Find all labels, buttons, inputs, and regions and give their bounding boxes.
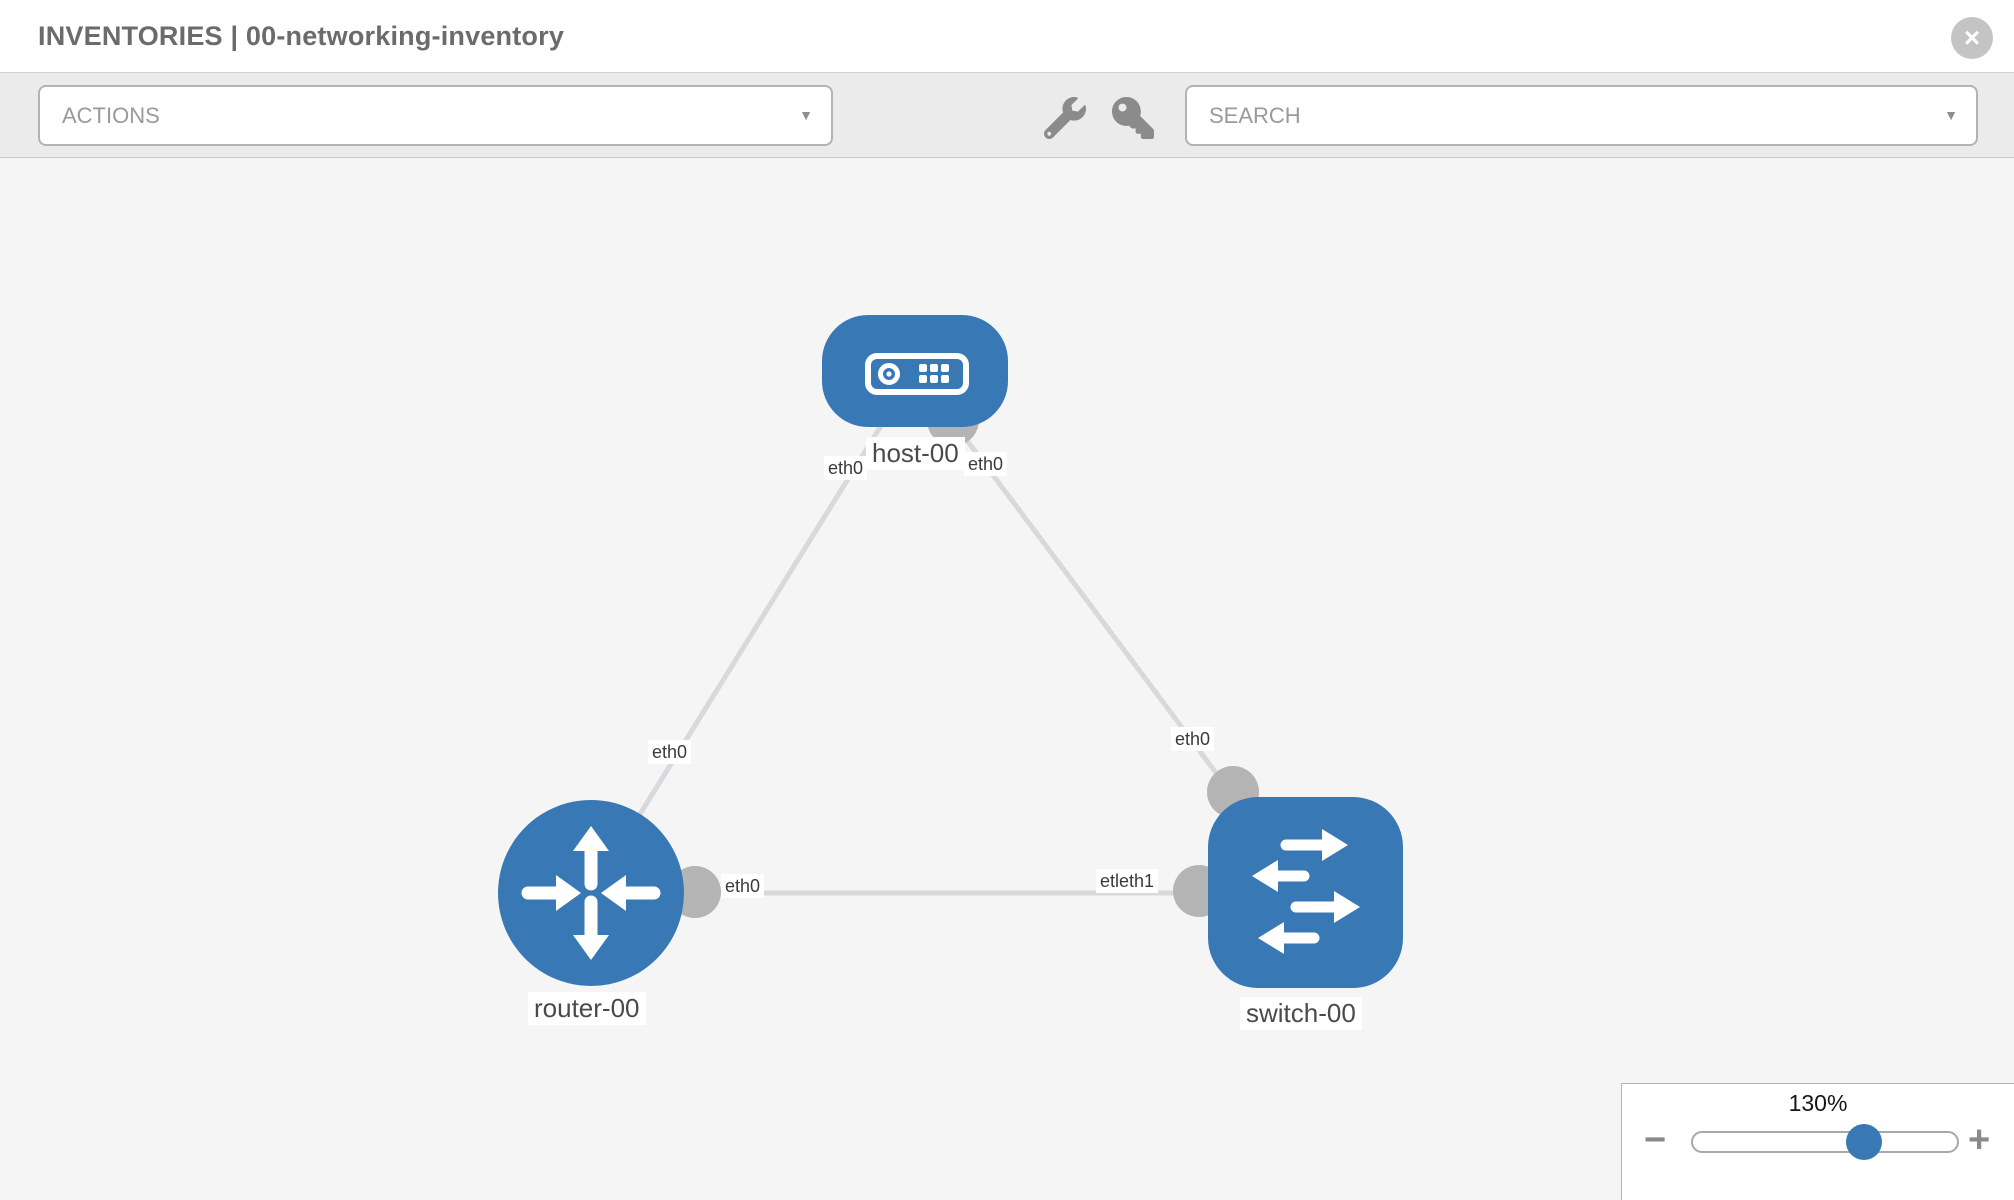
interface-label: eth0 <box>824 456 868 480</box>
actions-dropdown-label: ACTIONS <box>62 103 160 128</box>
topology-canvas[interactable] <box>0 158 2014 1200</box>
router-node-shape[interactable] <box>498 800 684 986</box>
zoom-in-button[interactable]: + <box>1968 1119 1991 1161</box>
chevron-down-icon: ▼ <box>799 107 813 123</box>
node-host[interactable] <box>822 315 1008 427</box>
interface-label: eth0 <box>648 740 692 764</box>
header-bar: INVENTORIES | 00-networking-inventory × <box>0 0 2014 73</box>
node-label-switch: switch-00 <box>1240 997 1362 1030</box>
interface-label: eth0 <box>721 874 765 898</box>
node-label-router: router-00 <box>528 992 646 1025</box>
host-icon <box>865 353 969 395</box>
node-label-host: host-00 <box>866 437 965 470</box>
close-button[interactable]: × <box>1951 17 1993 59</box>
switch-node-shape[interactable] <box>1208 797 1403 988</box>
toolbar: ACTIONS ▼ SEARCH ▼ <box>0 73 2014 158</box>
router-icon <box>521 826 661 960</box>
node-router[interactable] <box>498 800 684 986</box>
node-switch[interactable] <box>1208 797 1403 988</box>
interface-label: eth0 <box>964 452 1008 476</box>
host-node-shape[interactable] <box>822 315 1008 427</box>
tools-button[interactable] <box>1043 97 1086 140</box>
zoom-control-panel: 130% − + <box>1621 1083 2014 1200</box>
interface-label: eth0 <box>1171 727 1215 751</box>
close-icon: × <box>1963 22 1981 53</box>
zoom-level: 130% <box>1788 1090 1848 1116</box>
credentials-button[interactable] <box>1112 97 1154 139</box>
wrench-icon <box>1043 97 1086 140</box>
search-dropdown-label: SEARCH <box>1209 103 1301 128</box>
switch-icon <box>1252 829 1360 954</box>
search-dropdown[interactable]: SEARCH ▼ <box>1185 85 1978 146</box>
key-icon <box>1112 97 1154 139</box>
page-title: INVENTORIES | 00-networking-inventory <box>38 21 565 51</box>
chevron-down-icon: ▼ <box>1944 107 1958 123</box>
zoom-slider-track[interactable] <box>1691 1131 1959 1153</box>
zoom-out-button[interactable]: − <box>1644 1119 1667 1161</box>
interface-label: etleth1 <box>1096 869 1159 893</box>
actions-dropdown[interactable]: ACTIONS ▼ <box>38 85 833 146</box>
zoom-slider-thumb[interactable] <box>1846 1124 1882 1160</box>
